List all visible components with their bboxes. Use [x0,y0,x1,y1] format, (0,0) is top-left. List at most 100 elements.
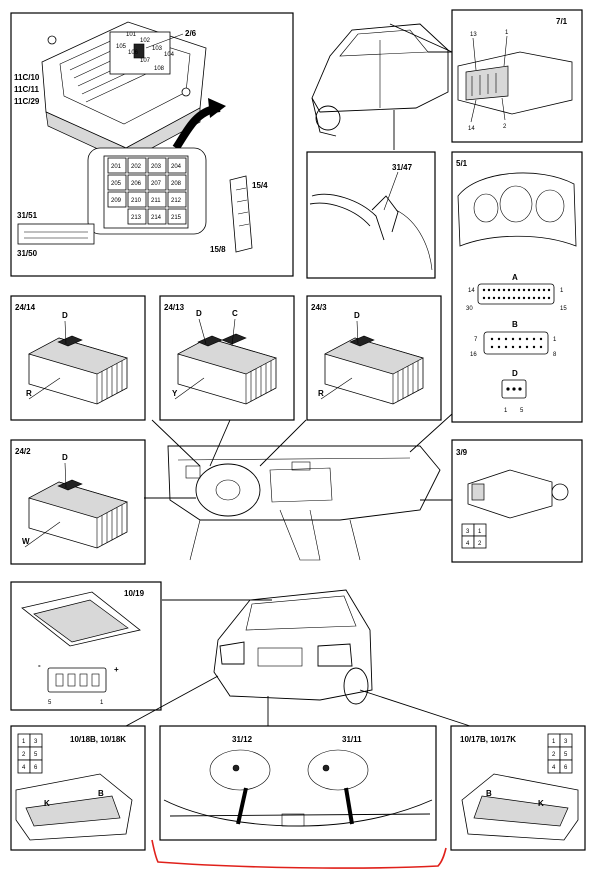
highlighted-connector [57,335,83,347]
tail-pin-label: 2 [552,752,556,758]
relay-slot [167,157,187,174]
instrument-cluster-drawing [457,172,577,247]
connector-b-pin [539,337,543,341]
tail-pin-label: 1 [552,739,556,745]
sw-pin-3: 3 [466,529,470,535]
connector-b-pin [518,337,522,341]
connector-a-pin [487,296,491,300]
ref-10-18: 10/18B, 10/18K [70,735,126,744]
polarity-plus: + [114,665,119,674]
letter-r: R [26,389,32,398]
leader [28,377,61,400]
connector-b-pin [525,337,529,341]
relay-top-grid [109,31,171,75]
code-11c-11: 11C/11 [14,85,39,94]
relay-slot-label: 207 [151,181,162,187]
relay-grid-drawing [87,147,207,235]
conn-a-pin-14: 14 [468,288,475,294]
panel-ref: 24/13 [164,303,185,312]
panel-24-2: 24/2DW [10,439,146,565]
brake-light-drawing [21,591,141,647]
ref-3-9: 3/9 [456,448,468,457]
connector-a-pin [482,296,486,300]
connector-a-pin [542,296,546,300]
relay-slot [147,191,167,208]
panel-frame [10,439,146,565]
ref-31-12: 31/12 [232,735,253,744]
connector-b-pin [504,345,508,349]
connector-b-pin [511,337,515,341]
letter-w: W [22,537,30,546]
panel-3-9: 3/9 3 1 4 2 [451,439,583,563]
connector-a-pin [532,296,536,300]
brake-pin-5: 5 [48,700,52,706]
connector-a-pin [537,296,541,300]
conn-a-pin-15: 15 [560,306,567,312]
panel-24-3: 24/3DR [306,295,442,421]
conn-b-pin-7: 7 [474,337,478,343]
connector-b-pin [511,345,515,349]
relay-slot-label: 201 [111,164,122,170]
conn-d-label: D [512,369,518,378]
leader [24,521,61,548]
brake-light-connector [47,667,107,693]
leader [64,320,67,345]
connector-b-pin [532,345,536,349]
tail-right-mark-b: B [486,789,492,798]
relay-slot-label: 214 [151,215,162,221]
pin-1: 1 [505,30,509,36]
polarity-minus: - [38,661,41,670]
relay-slot [127,174,147,191]
relay-103: 103 [152,46,163,52]
tail-pin-label: 6 [564,765,568,771]
conn-a-label: A [512,273,518,282]
relay-108: 108 [154,66,165,72]
relay-slot [127,208,147,225]
relay-slot-label: 206 [131,181,142,187]
tail-right-mark-k: K [538,799,544,808]
conn-a-pin-30: 30 [466,306,473,312]
panel-ref: 24/2 [15,447,31,456]
sw-pin-2: 2 [478,541,482,547]
tail-pin-cell [29,759,43,774]
ground-connector-drawing [17,223,95,245]
leader [320,377,353,400]
connector-a-pin [497,296,501,300]
connector-a-pin [522,288,526,292]
letter-y: Y [172,389,178,398]
tail-pin-label: 5 [564,752,568,758]
panel-frame [306,295,442,421]
code-11c-10: 11C/10 [14,73,40,82]
pin-14: 14 [468,126,475,132]
relay-105: 105 [116,44,127,50]
panel-ref: 24/14 [15,303,36,312]
connector-b-pin [497,337,501,341]
panel-7-1: 7/1 13 1 14 2 [451,9,583,143]
connector-block-top [28,481,128,519]
relay-slot-label: 204 [171,164,182,170]
relay-102: 102 [140,38,151,44]
relay-107: 107 [140,58,151,64]
tail-left-lamp-drawing [15,773,133,841]
letter-c: C [232,309,238,318]
conn-d-pin-5: 5 [520,408,524,414]
label-15-8: 15/8 [210,245,226,254]
connector-a-pin [537,288,541,292]
relay-slot [147,157,167,174]
connector-a-pin [502,288,506,292]
connector-b-pin [490,337,494,341]
tail-pin-label: 3 [34,739,38,745]
connector-a-pin [527,296,531,300]
relay-slot [147,174,167,191]
pin-2: 2 [503,124,507,130]
highlighted-connector [349,335,375,347]
tail-left-mark-b: B [98,789,104,798]
conn-b-pin-8: 8 [553,352,557,358]
connector-a-pin [492,288,496,292]
ref-7-1: 7/1 [556,17,568,26]
